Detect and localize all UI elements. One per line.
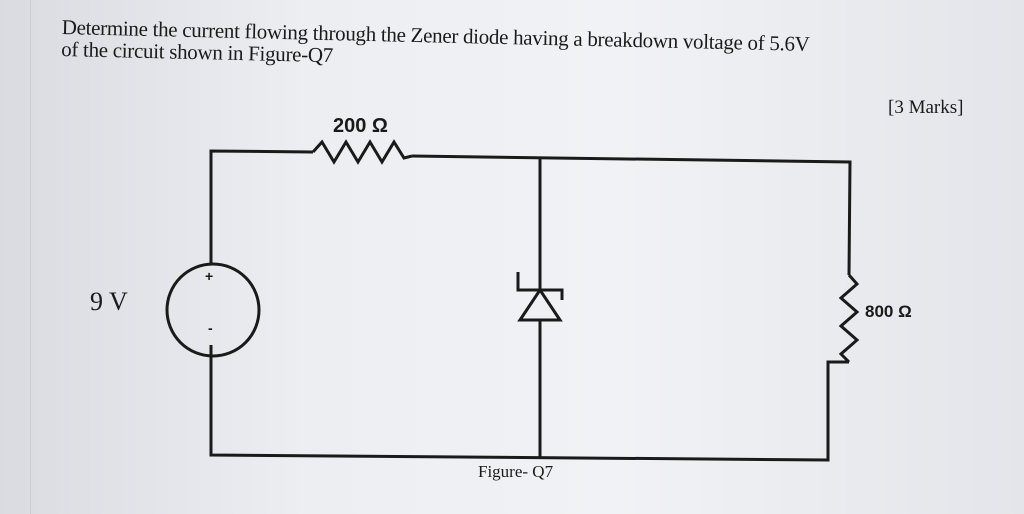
resistor-200-zigzag: [311, 139, 413, 165]
resistor-800-zigzag: [838, 274, 860, 364]
wire-right-bottom: [209, 345, 849, 462]
figure-caption: Figure- Q7: [478, 462, 554, 481]
zener-diode-triangle: [517, 287, 563, 322]
source-minus-sign: -: [208, 320, 213, 336]
resistor-800-label: 800 Ω: [865, 302, 912, 321]
zener-diode-bar: [516, 272, 564, 300]
source-voltage-label: 9 V: [90, 287, 128, 316]
marks-label: [3 Marks]: [888, 97, 964, 118]
source-plus-sign: +: [205, 268, 214, 284]
resistor-200-label: 200 Ω: [333, 115, 388, 137]
paper-page: [30, 0, 1024, 514]
voltage-source-circle: [165, 262, 261, 358]
wire-top-left: [209, 149, 314, 265]
wire-top-right: [411, 154, 852, 276]
